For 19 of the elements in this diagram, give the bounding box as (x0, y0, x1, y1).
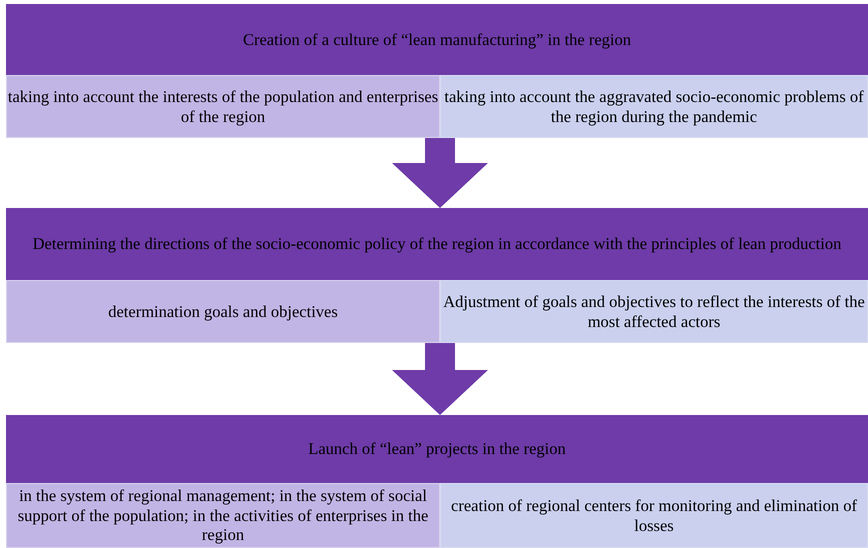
stage-header-band (6, 208, 868, 343)
sub-item-box (6, 75, 440, 138)
sub-item-box (440, 280, 868, 343)
stage-header-band (6, 4, 868, 138)
stage-title: Determining the directions of the socio-economic policy of the region in accordance with the principles of lean production (32, 233, 842, 256)
sub-item-box (6, 280, 440, 343)
sub-item-text: creation of regional centers for monitoring and elimination of losses (450, 496, 858, 536)
sub-item-text: determination goals and objectives (108, 302, 338, 322)
sub-item-text: Adjustment of goals and objectives to reflect the interests of the most affected actors (442, 292, 866, 332)
block-arrow (392, 138, 488, 208)
sub-item-text: in the system of regional management; in the system of social support of the population; in the activities of enterprises in the region (16, 486, 430, 546)
stage-title: Launch of “lean” projects in the region (307, 438, 567, 460)
sub-item-box (440, 75, 868, 138)
sub-item-box (440, 483, 868, 548)
stage-title: Creation of a culture of “lean manufacturing” in the region (242, 28, 632, 51)
sub-item-text: taking into account the interests of the population and enterprises of the region (7, 86, 439, 126)
stage-header-band (6, 415, 868, 548)
block-arrow (392, 343, 488, 415)
sub-item-text: taking into account the aggravated socio-economic problems of the region during the pandemic (443, 86, 865, 126)
